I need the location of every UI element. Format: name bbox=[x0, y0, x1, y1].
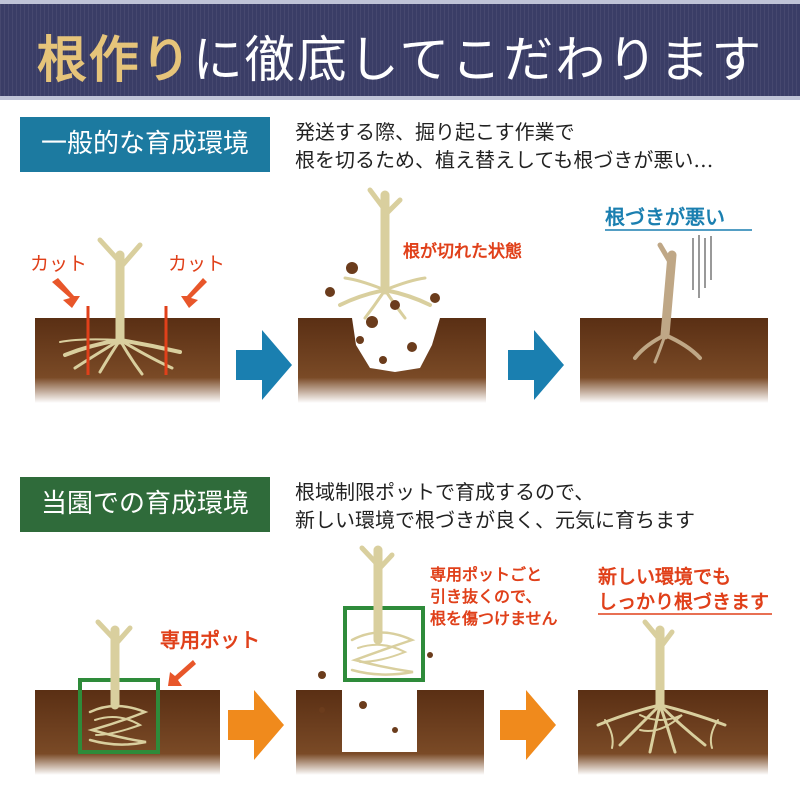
banner-title: 根作りに徹底してこだわります bbox=[0, 20, 800, 92]
panel-good-rooting: 新しい環境でも しっかり根づきます bbox=[578, 565, 772, 775]
arrow-right-icon bbox=[508, 330, 564, 400]
cut-left-label: カット bbox=[30, 253, 87, 275]
section2-desc-line2: 新しい環境で根づきが良く、元気に育ちます bbox=[295, 508, 695, 532]
banner-title-accent: 根作り bbox=[36, 30, 193, 89]
bad-rooting-label: 根づきが悪い bbox=[605, 205, 725, 229]
pull-line1: 専用ポットごと bbox=[430, 565, 542, 584]
panel-dug-out: 根が切れた状態 bbox=[298, 187, 522, 403]
arrow-right-icon bbox=[236, 330, 292, 400]
pull-line2: 引き抜くので、 bbox=[430, 587, 541, 606]
section1-description: 発送する際、掘り起こす作業で 根を切るため、植え替えしても根づきが悪い… bbox=[295, 118, 713, 174]
good-line2: しっかり根づきます bbox=[598, 590, 769, 613]
pull-line3: 根を傷つけません bbox=[430, 609, 558, 628]
section2-label: 当園での育成環境 bbox=[20, 477, 270, 532]
cut-state-label: 根が切れた状態 bbox=[403, 241, 522, 262]
arrow-right-icon bbox=[228, 690, 284, 760]
good-line1: 新しい環境でも bbox=[598, 565, 731, 588]
pot-label: 専用ポット bbox=[160, 628, 260, 652]
section2-desc-line1: 根域制限ポットで育成するので、 bbox=[295, 480, 595, 504]
section1-desc-line1: 発送する際、掘り起こす作業で bbox=[295, 120, 575, 144]
panel-bad-rooting: 根づきが悪い bbox=[580, 205, 768, 403]
panel-pull-out: 専用ポットごと 引き抜くので、 根を傷つけません bbox=[296, 545, 558, 775]
section2-description: 根域制限ポットで育成するので、 新しい環境で根づきが良く、元気に育ちます bbox=[295, 478, 695, 534]
arrow-right-icon bbox=[500, 690, 556, 760]
banner-title-rest: に徹底してこだわります bbox=[192, 31, 764, 89]
panel-cut-roots: カット カット bbox=[30, 237, 225, 403]
section1-label: 一般的な育成環境 bbox=[20, 117, 270, 172]
panel-pot: 専用ポット bbox=[35, 619, 260, 775]
title-banner: 根作りに徹底してこだわります bbox=[0, 0, 800, 100]
cut-right-label: カット bbox=[168, 253, 225, 275]
section1-desc-line2: 根を切るため、植え替えしても根づきが悪い… bbox=[295, 148, 714, 172]
